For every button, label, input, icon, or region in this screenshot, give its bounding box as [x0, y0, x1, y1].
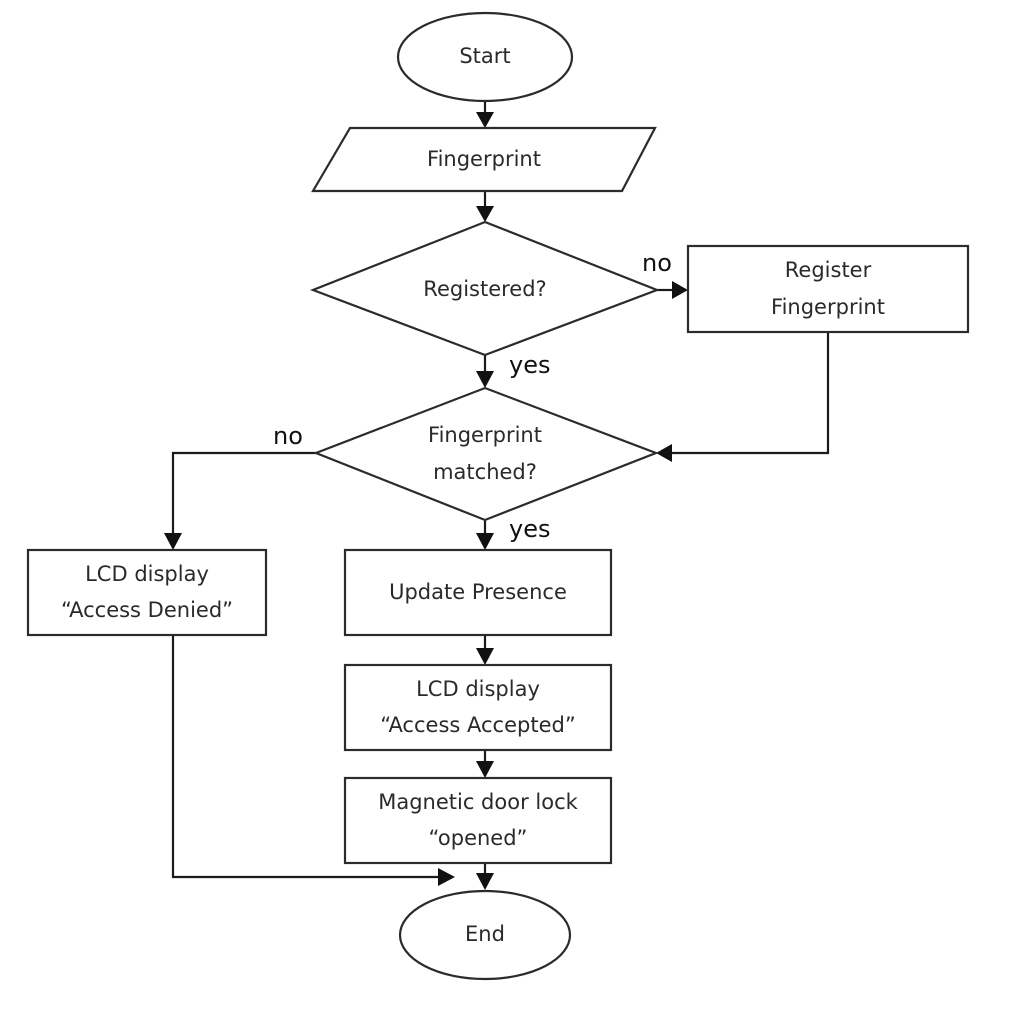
start-label: Start [459, 44, 510, 68]
registered-diamond [309, 220, 661, 357]
access-accepted-box [343, 663, 613, 752]
arrowhead-start-to-input [476, 112, 494, 128]
arrowhead-registered-to-register [672, 281, 688, 299]
register-fingerprint-process: Register Fingerprint [686, 244, 970, 334]
door-lock-process: Magnetic door lock “opened” [343, 776, 613, 865]
end-label: End [465, 922, 505, 946]
arrowhead-presence-to-accepted [476, 648, 494, 665]
door-lock-line-2: “opened” [429, 826, 528, 850]
arrowhead-register-to-matched [656, 444, 672, 462]
register-fingerprint-line-2: Fingerprint [771, 295, 885, 319]
registered-decision: Registered? [309, 220, 661, 357]
edge-register-to-matched [672, 332, 830, 455]
access-accepted-line-1: LCD display [416, 677, 540, 701]
matched-yes-label: yes [509, 515, 550, 543]
arrowhead-matched-to-presence [476, 533, 494, 550]
register-fingerprint-line-1: Register [785, 258, 872, 282]
arrowhead-denied-to-end [438, 868, 455, 886]
arrowhead-accepted-to-door [476, 761, 494, 778]
start-ellipse [396, 11, 574, 103]
arrowhead-matched-to-denied [164, 533, 182, 550]
matched-label-line-2: matched? [433, 460, 537, 484]
edge-denied-to-end [171, 635, 440, 879]
register-fingerprint-box [686, 244, 970, 334]
access-denied-process: LCD display “Access Denied” [26, 548, 268, 637]
registered-yes-label: yes [509, 351, 550, 379]
update-presence-label: Update Presence [389, 580, 567, 604]
end-terminator: End [398, 889, 572, 981]
end-ellipse [398, 889, 572, 981]
fingerprint-input-node: Fingerprint [311, 126, 657, 193]
arrowhead-input-to-registered [476, 206, 494, 222]
registered-label: Registered? [423, 277, 546, 301]
access-denied-box [26, 548, 268, 637]
matched-decision: Fingerprint matched? [312, 386, 660, 522]
registered-no-label: no [642, 249, 672, 277]
start-terminator: Start [396, 11, 574, 103]
update-presence-box [343, 548, 613, 637]
arrowhead-registered-to-matched [476, 371, 494, 388]
matched-label-line-1: Fingerprint [428, 423, 542, 447]
access-accepted-line-2: “Access Accepted” [380, 713, 575, 737]
access-accepted-process: LCD display “Access Accepted” [343, 663, 613, 752]
fingerprint-input-label: Fingerprint [427, 147, 541, 171]
matched-diamond [312, 386, 660, 522]
connectors [164, 101, 830, 890]
fingerprint-parallelogram [311, 126, 657, 193]
edge-matched-to-denied [171, 451, 316, 534]
access-denied-line-2: “Access Denied” [61, 598, 233, 622]
matched-no-label: no [273, 422, 303, 450]
access-denied-line-1: LCD display [85, 562, 209, 586]
update-presence-process: Update Presence [343, 548, 613, 637]
arrowhead-door-to-end [476, 873, 494, 890]
door-lock-box [343, 776, 613, 865]
door-lock-line-1: Magnetic door lock [378, 790, 578, 814]
